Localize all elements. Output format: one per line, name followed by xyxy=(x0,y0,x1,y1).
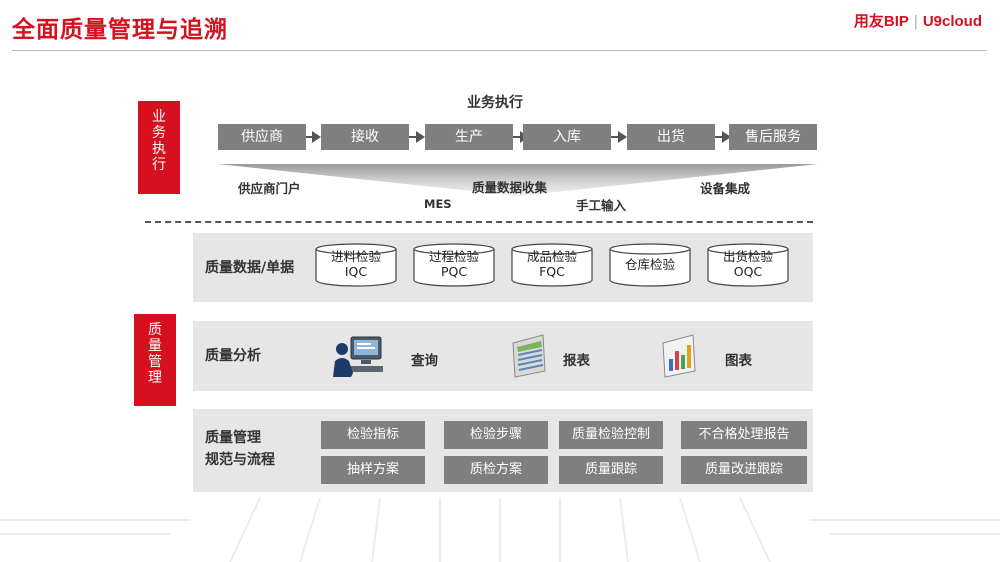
database-icon xyxy=(413,243,495,287)
step-shipment: 出货 xyxy=(627,124,715,150)
spec-improvement-tracking: 质量改进跟踪 xyxy=(681,456,807,484)
database-icon xyxy=(511,243,593,287)
analysis-report-label: 报表 xyxy=(563,353,590,369)
report-sheet-icon xyxy=(512,334,546,378)
source-manual-input: 手工输入 xyxy=(576,198,627,213)
quality-mgmt-tag: 质 量 管 理 xyxy=(134,314,176,406)
header-divider xyxy=(12,50,987,51)
quality-spec-label: 质量管理 规范与流程 xyxy=(205,430,275,468)
page-title: 全面质量管理与追溯 xyxy=(12,17,228,43)
spec-sampling-plan: 抽样方案 xyxy=(321,456,425,484)
spec-quality-tracking: 质量跟踪 xyxy=(559,456,663,484)
spec-inspection-index: 检验指标 xyxy=(321,421,425,449)
analysis-query-label: 查询 xyxy=(411,353,438,369)
quality-analysis-label: 质量分析 xyxy=(205,348,261,364)
analysis-chart-label: 图表 xyxy=(725,353,752,369)
background-decoration xyxy=(0,497,1000,562)
bar-chart-icon xyxy=(662,334,696,378)
business-exec-title: 业务执行 xyxy=(467,95,523,111)
source-device-integration: 设备集成 xyxy=(700,181,751,196)
step-receive: 接收 xyxy=(321,124,409,150)
brand-logo: 用友BIP|U9cloud xyxy=(853,13,982,30)
quality-data-label: 质量数据/单据 xyxy=(205,260,295,276)
database-icon xyxy=(609,243,691,287)
arrow-icon xyxy=(618,131,627,143)
doc-warehouse: 仓库检验 xyxy=(609,243,691,287)
spec-inspection-steps: 检验步骤 xyxy=(444,421,548,449)
step-after-sales: 售后服务 xyxy=(729,124,817,150)
section-divider xyxy=(145,221,813,223)
step-supplier: 供应商 xyxy=(218,124,306,150)
database-icon xyxy=(315,243,397,287)
quality-analysis-panel: 质量分析 查询 报表 图表 xyxy=(193,321,813,391)
source-mes: MES xyxy=(424,197,452,211)
source-supplier-portal: 供应商门户 xyxy=(238,181,301,196)
source-quality-collection: 质量数据收集 xyxy=(472,180,548,195)
arrow-icon xyxy=(722,131,731,143)
arrow-icon xyxy=(416,131,425,143)
spec-nonconformity-report: 不合格处理报告 xyxy=(681,421,807,449)
step-production: 生产 xyxy=(425,124,513,150)
spec-inspection-control: 质量检验控制 xyxy=(559,421,663,449)
arrow-icon xyxy=(312,131,321,143)
step-stock-in: 入库 xyxy=(523,124,611,150)
quality-spec-panel: 质量管理 规范与流程 检验指标 检验步骤 质量检验控制 不合格处理报告 抽样方案… xyxy=(193,409,813,492)
spec-qc-plan: 质检方案 xyxy=(444,456,548,484)
business-exec-tag: 业 务 执 行 xyxy=(138,101,180,194)
computer-user-icon xyxy=(333,336,383,377)
logo-product: U9cloud xyxy=(922,13,982,30)
data-collection-funnel xyxy=(218,164,818,196)
database-icon xyxy=(707,243,789,287)
logo-brand: 用友BIP xyxy=(853,13,909,30)
